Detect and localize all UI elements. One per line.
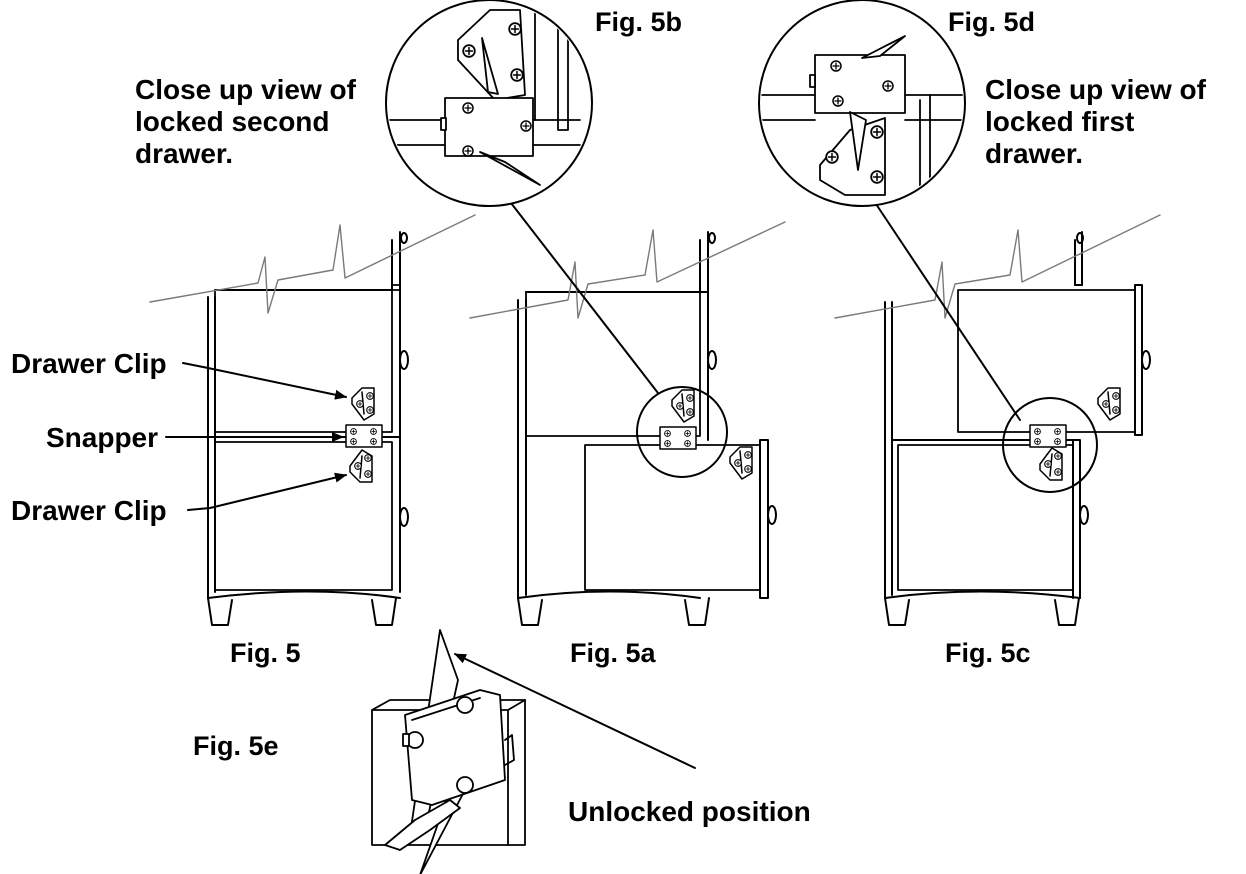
fig5b-label: Fig. 5b: [595, 7, 682, 37]
fig5e-snapper-iso: [371, 629, 526, 874]
fig5-label: Fig. 5: [230, 638, 301, 668]
fig5a-callout-line: [510, 202, 659, 394]
fig5c-break-line: [834, 214, 1161, 319]
fig5b-closeup: [385, 0, 593, 207]
leader-arrows: [165, 362, 696, 769]
fig5c-callout-line: [859, 179, 1021, 421]
fig5-break-line: [149, 214, 476, 314]
snapper-label: Snapper: [46, 422, 159, 453]
close-up-first-line1: Close up view of: [985, 74, 1206, 105]
fig5e-label: Fig. 5e: [193, 731, 279, 761]
fig5d-closeup: [758, 0, 966, 207]
close-up-second-line1: Close up view of: [135, 74, 356, 105]
fig5-cabinet: [207, 231, 409, 626]
close-up-first-caption: Close up view of locked first drawer.: [985, 74, 1206, 170]
fig5c-label: Fig. 5c: [945, 638, 1031, 668]
fig5a-label: Fig. 5a: [570, 638, 656, 668]
close-up-first-line3: drawer.: [985, 138, 1084, 169]
close-up-second-caption: Close up view of locked second drawer.: [135, 74, 356, 170]
close-up-second-line2: locked second: [135, 106, 330, 137]
close-up-first-line2: locked first: [985, 106, 1135, 137]
close-up-second-line3: drawer.: [135, 138, 234, 169]
unlocked-position-label: Unlocked position: [568, 796, 811, 827]
drawer-clip-top-label: Drawer Clip: [11, 348, 167, 379]
drawer-clip-bottom-label: Drawer Clip: [11, 495, 167, 526]
fig5a-cabinet: [517, 231, 777, 626]
fig5c-cabinet: [884, 231, 1151, 626]
fig5d-label: Fig. 5d: [948, 7, 1035, 37]
fig5a-break-line: [469, 221, 786, 319]
